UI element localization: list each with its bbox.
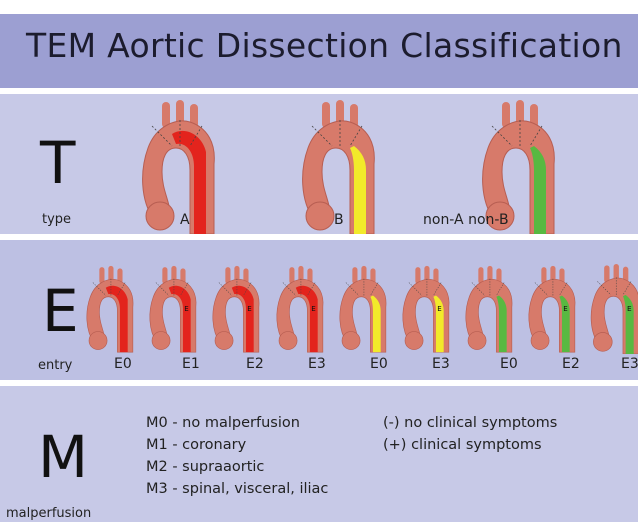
symptom-list: (-) no clinical symptoms (+) clinical sy… [383,412,557,456]
aorta-illustration: E [529,266,575,352]
aorta-entry-4: E [270,264,328,354]
aortic-root [405,332,423,350]
grade-m2: M2 - supraaortic [146,456,328,478]
type-letter: T [40,134,75,192]
grade-m0: M0 - no malperfusion [146,412,328,434]
aorta-illustration: E [150,266,196,352]
malperfusion-band: M malperfusion M0 - no malperfusion M1 -… [0,386,638,522]
page-title: TEM Aortic Dissection Classification [26,26,623,65]
aortic-root [531,332,549,350]
aorta-entry-9: E [584,264,638,354]
type-label: type [42,212,71,227]
aorta-type-a [132,100,222,234]
aorta-entry-7 [459,264,517,354]
aorta-entry-6: E [396,264,454,354]
malperfusion-letter: M [38,428,88,486]
entry-mark: E [184,304,189,313]
symptom-positive: (+) clinical symptoms [383,434,557,456]
entry-7-label: E0 [500,356,518,372]
aorta-entry-1 [80,264,138,354]
entry-mark: E [247,304,252,313]
entry-4-label: E3 [308,356,326,372]
aorta-illustration [466,266,512,352]
entry-label: entry [38,358,72,373]
aorta-illustration [340,266,386,352]
aortic-root [279,332,297,350]
entry-8-label: E2 [562,356,580,372]
aorta-illustration: E [591,264,638,354]
title-bar: TEM Aortic Dissection Classification [0,14,638,88]
aortic-root [146,202,174,230]
aorta-illustration [87,266,133,352]
aorta-entry-3: E [206,264,264,354]
aortic-root [593,333,612,352]
aortic-root [342,332,360,350]
entry-9-label: E3 [621,356,638,372]
aorta-illustration [143,100,215,234]
aortic-root [152,332,170,350]
type-a-label: A [180,212,190,228]
entry-band: E entry E0 E E1 E E2 E E3 E0 E E3 E0 E E… [0,240,638,380]
aortic-root [468,332,486,350]
type-non-a-non-b-label: non-A non-B [423,212,509,228]
aortic-root [215,332,233,350]
aortic-root [306,202,334,230]
grade-m3: M3 - spinal, visceral, iliac [146,478,328,500]
aorta-entry-8: E [522,264,580,354]
entry-mark: E [563,304,568,313]
entry-3-label: E2 [246,356,264,372]
entry-letter: E [42,282,79,340]
aortic-root [89,332,107,350]
aorta-illustration: E [403,266,449,352]
entry-2-label: E1 [182,356,200,372]
entry-mark: E [437,304,442,313]
aorta-illustration: E [213,266,259,352]
malperfusion-grade-list: M0 - no malperfusion M1 - coronary M2 - … [146,412,328,500]
type-b-label: B [334,212,344,228]
entry-6-label: E3 [432,356,450,372]
type-band: T type A B non-A non-B [0,94,638,234]
aorta-entry-2: E [143,264,201,354]
aorta-entry-5 [333,264,391,354]
malperfusion-label: malperfusion [6,506,91,521]
symptom-negative: (-) no clinical symptoms [383,412,557,434]
entry-mark: E [627,304,632,313]
entry-5-label: E0 [370,356,388,372]
grade-m1: M1 - coronary [146,434,328,456]
aorta-illustration: E [277,266,323,352]
entry-1-label: E0 [114,356,132,372]
entry-mark: E [311,304,316,313]
